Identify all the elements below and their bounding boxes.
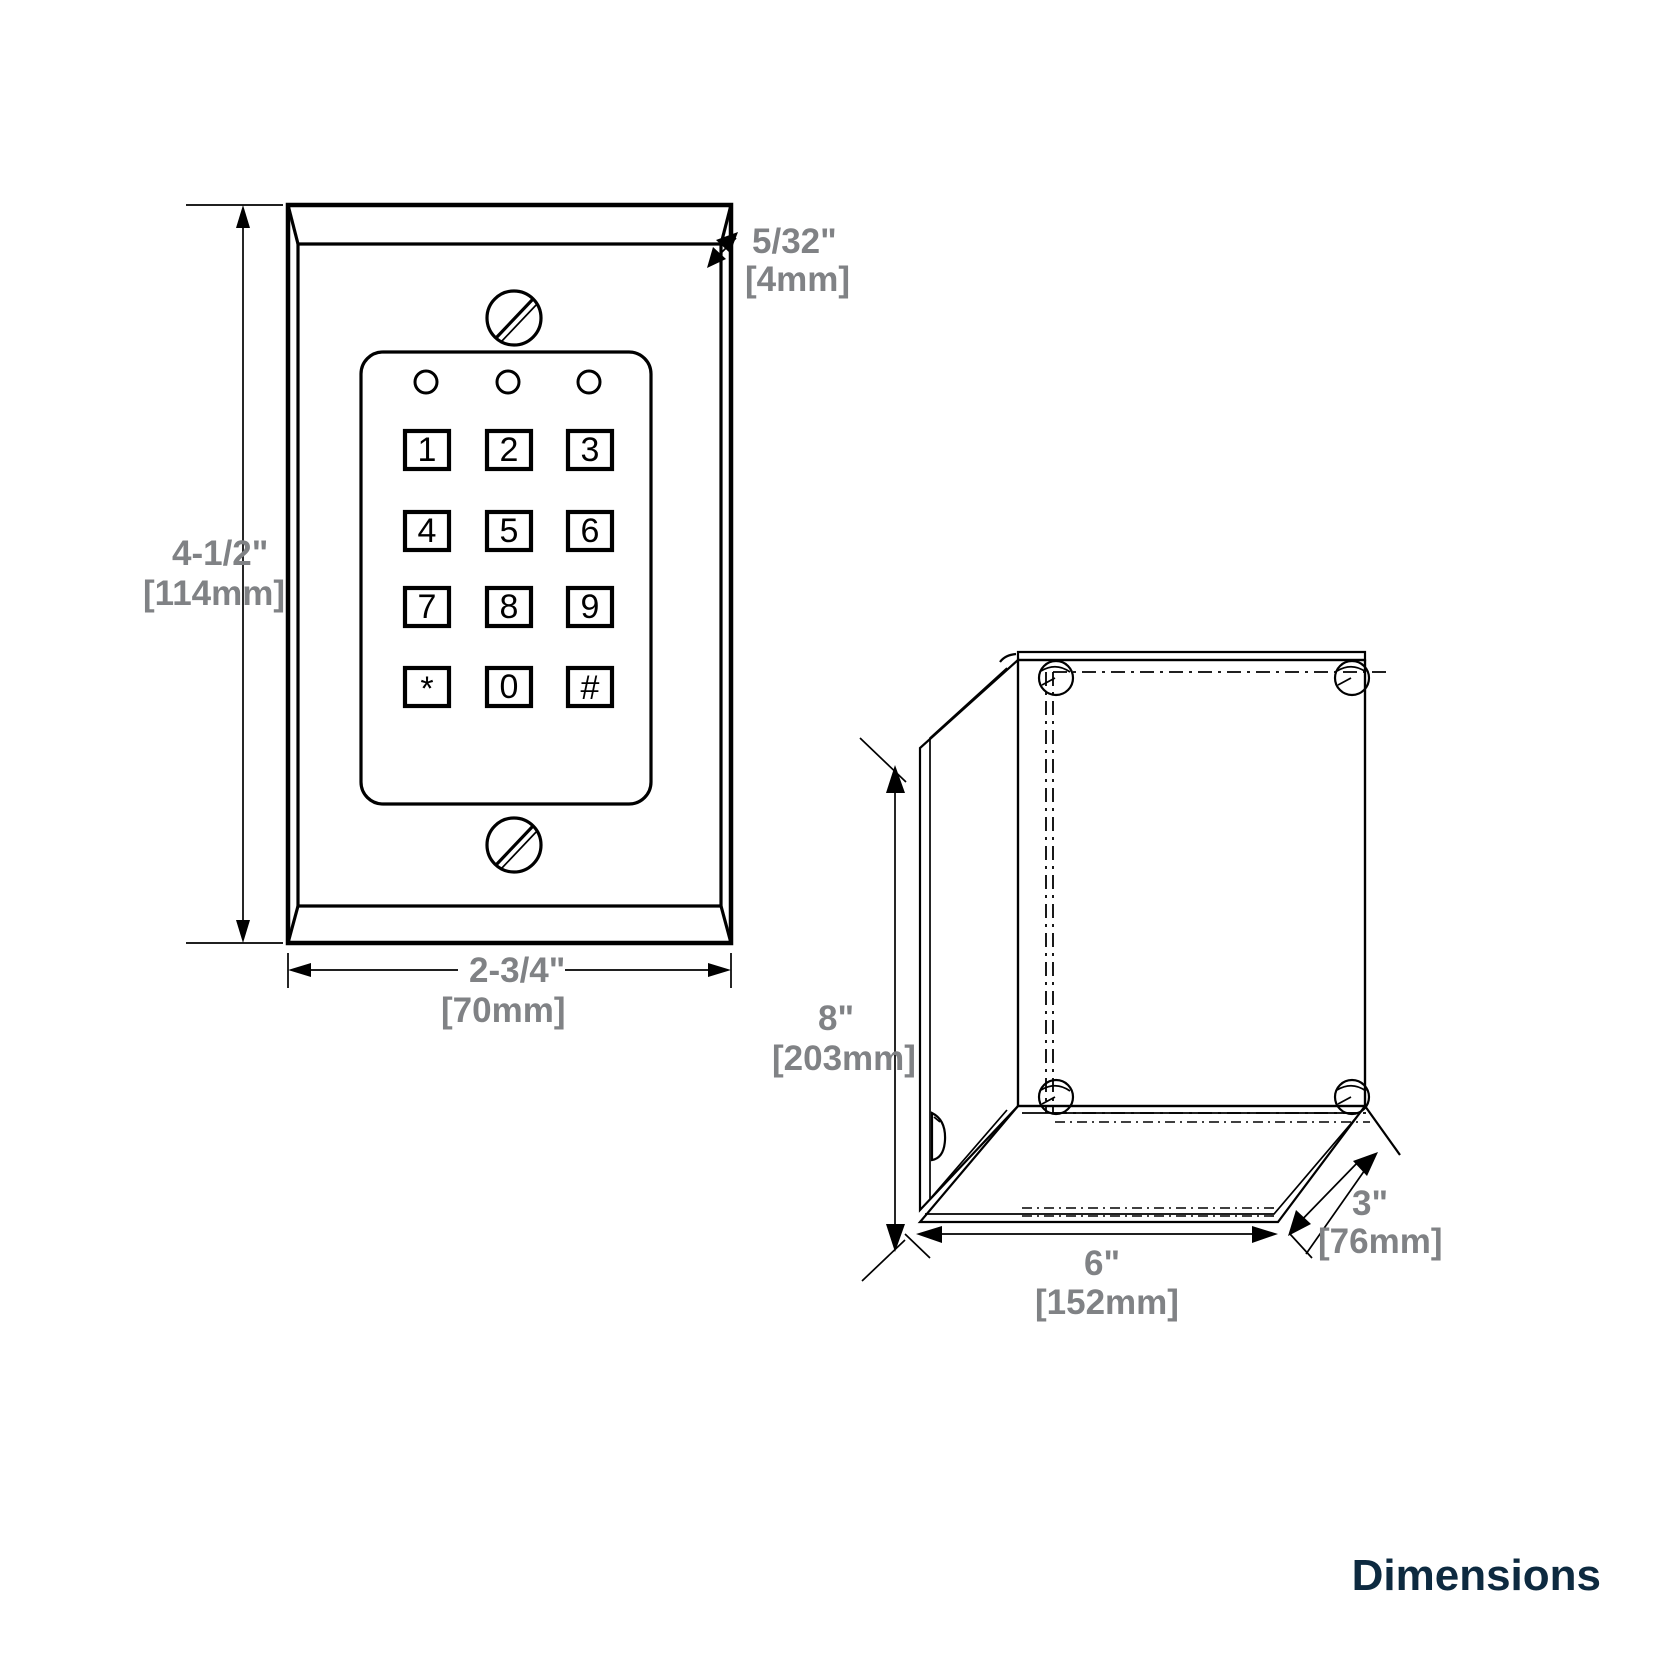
- keypad-row-3: 7 8 9: [402, 585, 615, 629]
- keypad-key-7-label: 7: [418, 588, 437, 626]
- enclosure-width-value-inch: 6": [1084, 1244, 1120, 1283]
- boss-top-left: [1037, 659, 1075, 697]
- enclosure-depth-value-inch: 3": [1352, 1184, 1388, 1223]
- enclosure-left-side-panel: [918, 657, 1020, 1213]
- keypad-key-hash-label: #: [581, 669, 600, 707]
- enclosure-back-box-isometric-view: 8" [203mm] 6" [152mm] 3" [76mm]: [772, 650, 1442, 1322]
- keypad-key-6[interactable]: 6: [565, 509, 615, 553]
- enclosure-bottom-face: [917, 1104, 1368, 1224]
- enclosure-front-face: [1016, 658, 1367, 1108]
- keypad-key-5-label: 5: [500, 512, 519, 550]
- front-view-width-dimension: [287, 953, 732, 988]
- led-1: [413, 369, 439, 395]
- front-view-height-dimension: [186, 204, 283, 944]
- enclosure-depth-value-metric: [76mm]: [1318, 1222, 1442, 1261]
- keypad-key-9[interactable]: 9: [565, 585, 615, 629]
- enclosure-depth-dimension: [1288, 1152, 1378, 1255]
- faceplate-bevel-edges: [286, 204, 733, 944]
- front-view-height-value-metric: [114mm]: [143, 574, 285, 613]
- enclosure-hidden-bottom-edges: [1022, 1121, 1370, 1217]
- keypad-key-4-label: 4: [418, 512, 437, 550]
- enclosure-height-value-inch: 8": [818, 999, 854, 1038]
- page-title: Dimensions: [1352, 1551, 1601, 1600]
- keypad-key-9-label: 9: [581, 588, 600, 626]
- front-view-height-value-inch: 4-1/2": [172, 534, 268, 573]
- keypad-faceplate-front-view: 1 2 3 4 5: [143, 202, 850, 1030]
- keypad-key-8[interactable]: 8: [484, 585, 534, 629]
- enclosure-top-face: [1016, 650, 1367, 662]
- front-view-bezel-thickness-dimension: [707, 222, 738, 288]
- led-2: [495, 369, 521, 395]
- screw-bottom: [485, 816, 543, 874]
- enclosure-top-left-corner-fillet: [999, 652, 1017, 663]
- keypad-key-2[interactable]: 2: [484, 428, 534, 472]
- keypad-key-star-label: *: [420, 670, 433, 708]
- screw-top: [485, 289, 543, 347]
- front-view-width-value-metric: [70mm]: [441, 991, 565, 1030]
- keypad-key-1-label: 1: [418, 431, 437, 469]
- front-view-bezel-thickness-value-inch: 5/32": [752, 222, 837, 261]
- keypad-key-0[interactable]: 0: [484, 665, 534, 709]
- keypad-key-hash[interactable]: #: [565, 665, 615, 709]
- keypad-pad-outline: [359, 350, 653, 806]
- keypad-key-0-label: 0: [500, 668, 519, 706]
- keypad-key-4[interactable]: 4: [402, 509, 452, 553]
- keypad-key-5[interactable]: 5: [484, 509, 534, 553]
- enclosure-height-dimension: [859, 737, 907, 1282]
- keypad-key-star[interactable]: *: [402, 665, 452, 709]
- enclosure-left-side-panel-inner: [929, 667, 1008, 1202]
- keypad-key-7[interactable]: 7: [402, 585, 452, 629]
- boss-bottom-left: [1037, 1078, 1075, 1116]
- enclosure-height-value-metric: [203mm]: [772, 1039, 916, 1078]
- front-view-bezel-thickness-value-metric: [4mm]: [745, 260, 850, 299]
- keypad-key-3-label: 3: [581, 431, 600, 469]
- keypad-row-2: 4 5 6: [402, 509, 615, 553]
- enclosure-width-dimension: [904, 1226, 1313, 1259]
- led-3: [576, 369, 602, 395]
- keypad-key-2-label: 2: [500, 431, 519, 469]
- enclosure-side-tab: [930, 1111, 947, 1162]
- keypad-key-3[interactable]: 3: [565, 428, 615, 472]
- front-view-width-value-inch: 2-3/4": [469, 951, 565, 990]
- enclosure-width-value-metric: [152mm]: [1035, 1283, 1179, 1322]
- boss-top-right: [1333, 659, 1371, 697]
- keypad-row-1: 1 2 3: [402, 428, 615, 472]
- enclosure-right-rim: [1363, 660, 1401, 1156]
- boss-bottom-right: [1333, 1078, 1371, 1116]
- keypad-row-4: * 0 #: [402, 665, 615, 709]
- enclosure-hidden-edges: [1045, 671, 1390, 1114]
- keypad-key-1[interactable]: 1: [402, 428, 452, 472]
- keypad-key-8-label: 8: [500, 588, 519, 626]
- keypad-key-6-label: 6: [581, 512, 600, 550]
